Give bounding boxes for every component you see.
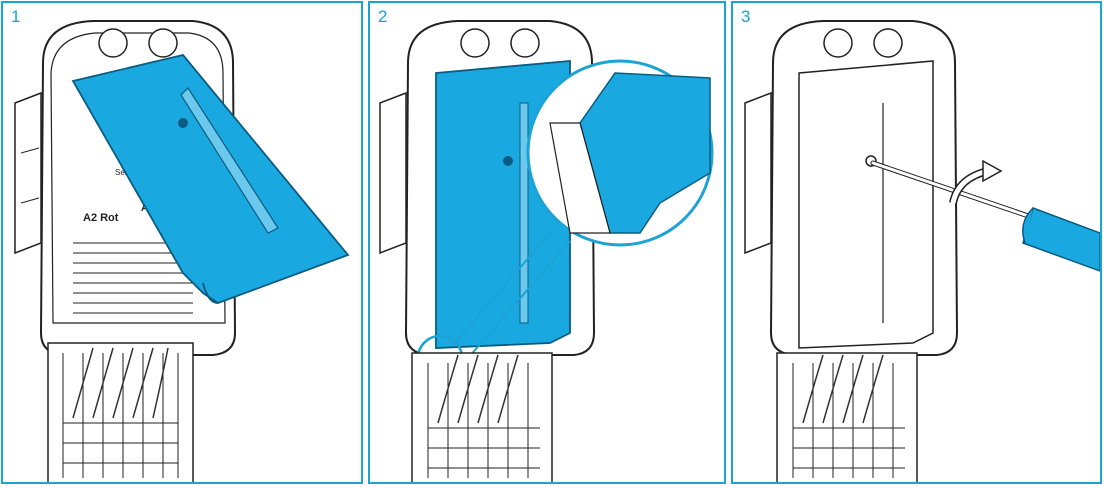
step-1-illustration: A2 Rot A2 Rot Serial	[14, 20, 350, 482]
step-2-illustration	[379, 20, 714, 482]
step-3-illustration	[744, 20, 1100, 482]
splice-tray-lines	[73, 242, 193, 324]
step-2-number: 2	[378, 7, 388, 26]
rotate-arrow-icon	[982, 159, 1003, 183]
step-3-number: 3	[741, 7, 751, 26]
cover-outline	[798, 60, 934, 349]
step-3-panel: 3	[731, 1, 1102, 484]
step-1-number: 1	[11, 7, 21, 26]
step-2-panel: 2	[368, 1, 726, 484]
step-1-panel: 1 A2 Rot A2 Rot Serial	[1, 1, 363, 484]
label-a2-left: A2 Rot	[83, 212, 119, 224]
